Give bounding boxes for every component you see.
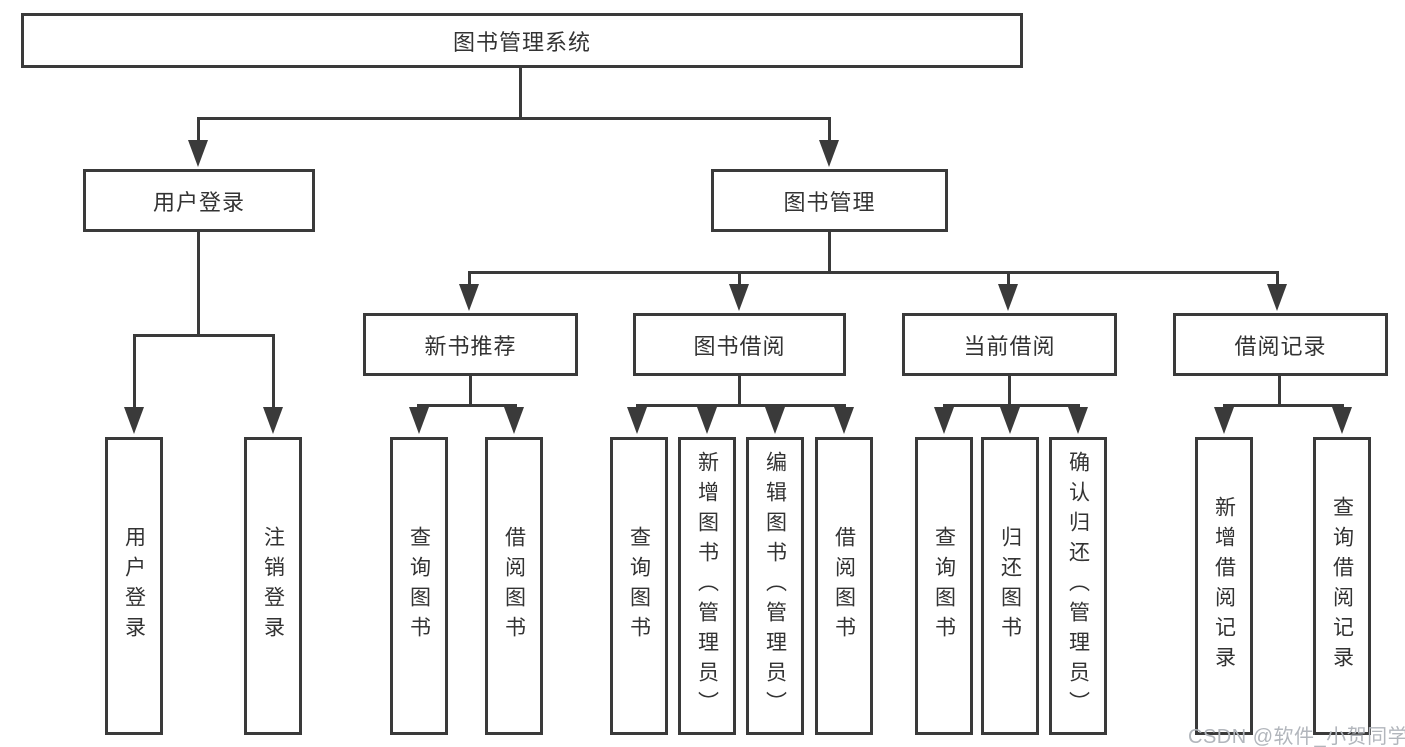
- connector-line: [1276, 271, 1279, 285]
- leaf-label: 查询借阅记录: [1330, 496, 1354, 676]
- node-label: 图书管理系统: [452, 29, 591, 55]
- node-label: 用户登录: [152, 189, 245, 215]
- leaf-label: 新增借阅记录: [1212, 496, 1236, 676]
- connector-line: [1223, 404, 1344, 407]
- connector-line: [636, 404, 846, 407]
- arrow-down-icon: [819, 140, 839, 167]
- arrow-down-icon: [459, 284, 479, 311]
- connector-line: [133, 334, 136, 410]
- arrow-down-icon: [765, 407, 785, 434]
- leaf-cb-return-book: 归还图书: [981, 437, 1039, 735]
- arrow-down-icon: [998, 284, 1018, 311]
- arrow-down-icon: [1068, 407, 1088, 434]
- leaf-br-query-record: 查询借阅记录: [1313, 437, 1371, 735]
- arrow-down-icon: [409, 407, 429, 434]
- watermark: CSDN @软件_小贺同学: [1188, 726, 1405, 747]
- leaf-cb-query-book: 查询图书: [915, 437, 973, 735]
- connector-line: [133, 334, 275, 337]
- arrow-down-icon: [1000, 407, 1020, 434]
- node-current-borrow: 当前借阅: [902, 313, 1117, 376]
- leaf-nb-query-book: 查询图书: [390, 437, 448, 735]
- leaf-label: 查询图书: [407, 526, 431, 646]
- leaf-bb-edit-book: 编辑图书（管理员）: [746, 437, 804, 735]
- node-borrow-record: 借阅记录: [1173, 313, 1388, 376]
- node-label: 新书推荐: [424, 333, 517, 359]
- arrow-down-icon: [263, 407, 283, 434]
- node-label: 借阅记录: [1234, 333, 1327, 359]
- connector-line: [943, 404, 1080, 407]
- node-label: 当前借阅: [963, 333, 1056, 359]
- connector-line: [738, 376, 741, 407]
- connector-line: [738, 271, 741, 285]
- arrow-down-icon: [934, 407, 954, 434]
- leaf-br-add-record: 新增借阅记录: [1195, 437, 1253, 735]
- arrow-down-icon: [124, 407, 144, 434]
- arrow-down-icon: [729, 284, 749, 311]
- leaf-label: 注销登录: [261, 526, 285, 646]
- connector-line: [468, 271, 1279, 274]
- arrow-down-icon: [697, 407, 717, 434]
- arrow-down-icon: [1332, 407, 1352, 434]
- connector-line: [828, 232, 831, 274]
- leaf-label: 借阅图书: [502, 526, 526, 646]
- leaf-user-login: 用户登录: [105, 437, 163, 735]
- node-label: 图书管理: [783, 189, 876, 215]
- connector-line: [469, 376, 472, 407]
- node-root: 图书管理系统: [21, 13, 1023, 68]
- node-new-book-recommend: 新书推荐: [363, 313, 578, 376]
- leaf-bb-borrow-book: 借阅图书: [815, 437, 873, 735]
- leaf-label: 借阅图书: [832, 526, 856, 646]
- node-book-management: 图书管理: [711, 169, 948, 232]
- node-book-borrow: 图书借阅: [633, 313, 846, 376]
- connector-line: [197, 232, 200, 337]
- arrow-down-icon: [627, 407, 647, 434]
- connector-line: [519, 68, 522, 120]
- leaf-logout: 注销登录: [244, 437, 302, 735]
- leaf-label: 确认归还（管理员）: [1066, 451, 1090, 721]
- leaf-bb-query-book: 查询图书: [610, 437, 668, 735]
- leaf-label: 编辑图书（管理员）: [763, 451, 787, 721]
- leaf-label: 查询图书: [932, 526, 956, 646]
- leaf-label: 归还图书: [998, 526, 1022, 646]
- connector-line: [272, 334, 275, 410]
- connector-line: [1278, 376, 1281, 407]
- connector-line: [197, 117, 831, 120]
- arrow-down-icon: [504, 407, 524, 434]
- connector-line: [197, 117, 200, 143]
- leaf-label: 新增图书（管理员）: [695, 451, 719, 721]
- node-label: 图书借阅: [693, 333, 786, 359]
- leaf-bb-add-book: 新增图书（管理员）: [678, 437, 736, 735]
- connector-line: [468, 271, 471, 285]
- arrow-down-icon: [1214, 407, 1234, 434]
- leaf-nb-borrow-book: 借阅图书: [485, 437, 543, 735]
- arrow-down-icon: [834, 407, 854, 434]
- connector-line: [1007, 271, 1010, 285]
- leaf-label: 查询图书: [627, 526, 651, 646]
- leaf-label: 用户登录: [122, 526, 146, 646]
- arrow-down-icon: [188, 140, 208, 167]
- connector-line: [1008, 376, 1011, 407]
- connector-line: [417, 404, 517, 407]
- connector-line: [828, 117, 831, 143]
- node-user-login: 用户登录: [83, 169, 315, 232]
- leaf-cb-confirm-return: 确认归还（管理员）: [1049, 437, 1107, 735]
- arrow-down-icon: [1267, 284, 1287, 311]
